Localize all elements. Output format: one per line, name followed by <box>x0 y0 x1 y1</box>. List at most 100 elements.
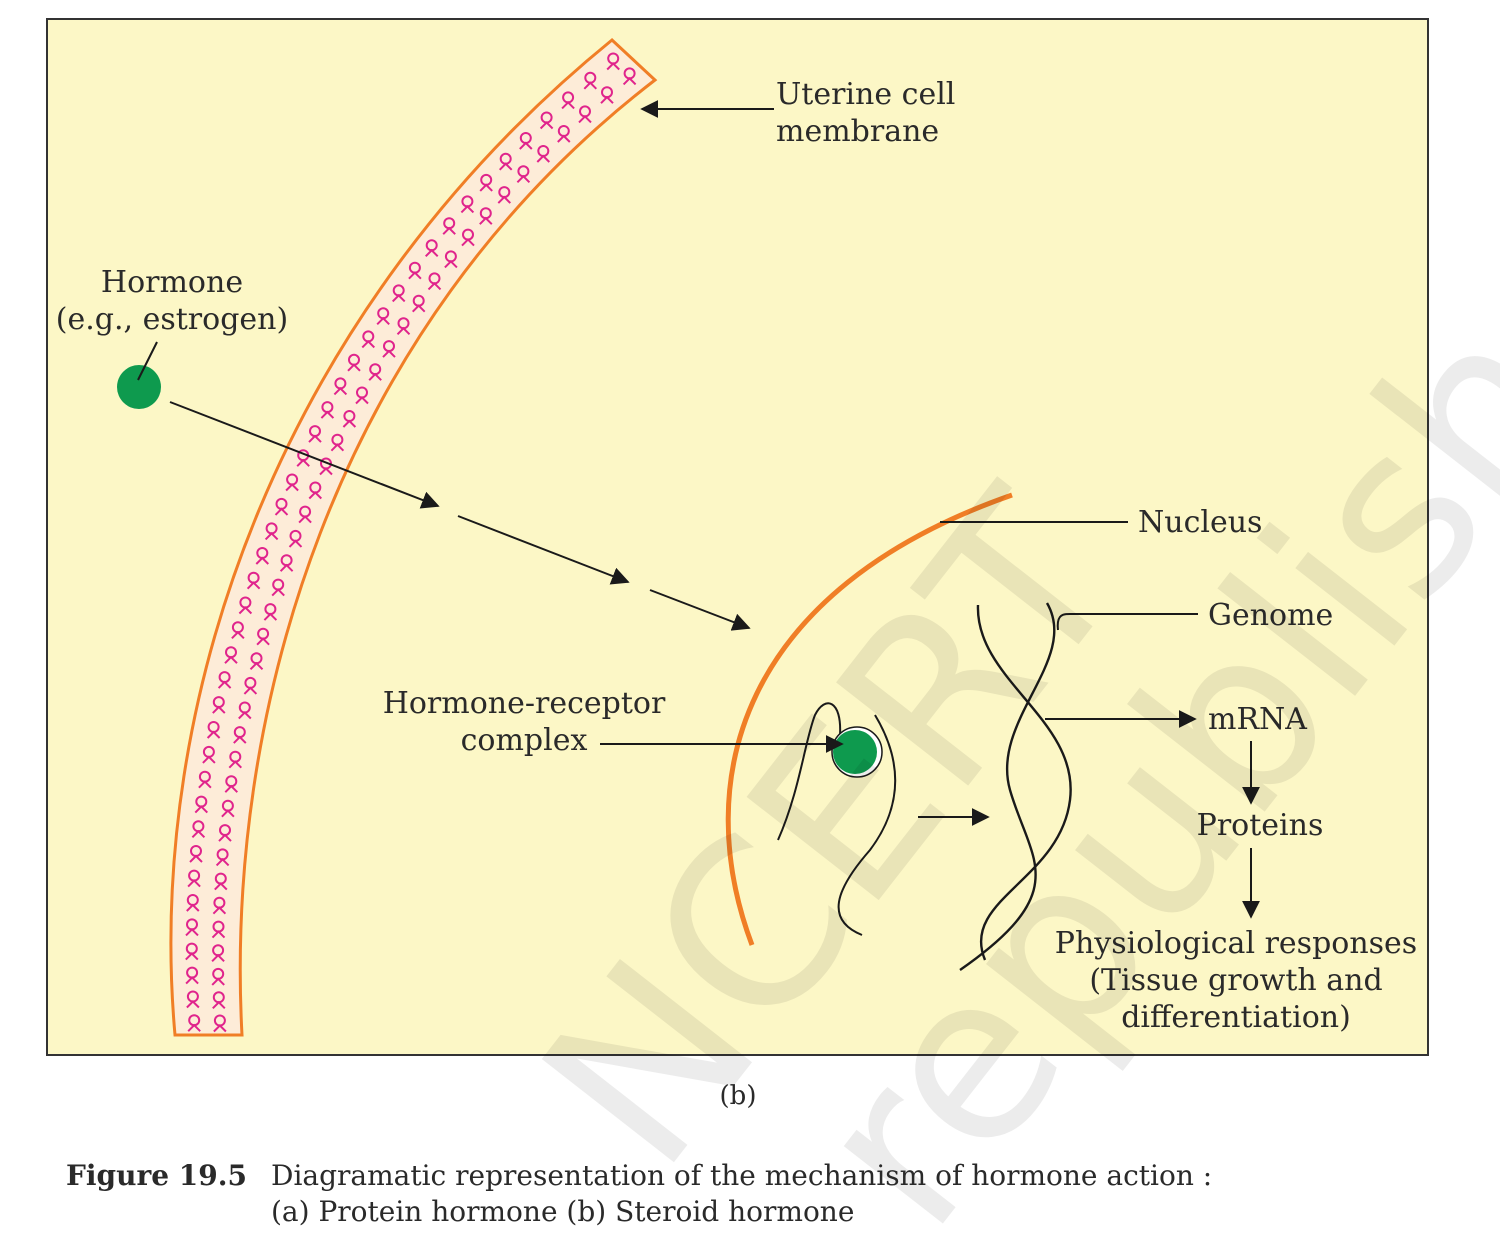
caption-line1: Diagramatic representation of the mechan… <box>271 1159 1213 1192</box>
receptor-stalk <box>382 349 396 358</box>
receptor-stalk <box>561 100 575 110</box>
receptor-stalk <box>355 396 369 405</box>
receptor-stalk <box>215 857 230 867</box>
receptor-stalk <box>255 556 270 565</box>
receptor-stalk <box>320 410 335 419</box>
receptor-stalk <box>368 372 382 381</box>
receptor-stalk <box>213 1024 227 1033</box>
receptor-stalk <box>427 281 442 291</box>
receptor-stalk <box>274 507 289 516</box>
receptor-stalk <box>396 326 411 336</box>
label-physio-line1: Physiological responses <box>1055 926 1417 961</box>
receptor-stalk <box>600 95 614 104</box>
receptor-stalk <box>233 735 247 744</box>
label-physio-line2: (Tissue growth and <box>1089 963 1382 998</box>
receptor-stalk <box>231 630 245 640</box>
receptor-stalk <box>583 81 598 90</box>
receptor-stalk <box>288 539 303 548</box>
receptor-stalk <box>187 1023 201 1032</box>
receptor-stalk <box>238 606 253 615</box>
receptor-stalk <box>497 195 512 204</box>
bound-hormone <box>833 730 877 774</box>
receptor-stalk <box>444 259 458 269</box>
receptor-stalk <box>519 141 533 150</box>
label-mrna: mRNA <box>1208 702 1307 737</box>
receptor-stalk <box>185 927 199 937</box>
label-uterine-line2: membrane <box>776 114 939 149</box>
receptor-stalk <box>342 419 357 428</box>
receptor-stalk <box>319 467 333 476</box>
receptor-stalk <box>191 829 206 839</box>
label-proteins: Proteins <box>1197 808 1324 843</box>
receptor-stalk <box>185 976 199 985</box>
hormone-molecule <box>117 365 161 409</box>
receptor-stalk <box>347 363 361 372</box>
receptor-stalk <box>212 1000 226 1010</box>
receptor-stalk <box>279 563 294 572</box>
receptor-stalk <box>194 805 209 814</box>
receptor-stalk <box>285 483 299 492</box>
receptor-stalk <box>606 62 620 71</box>
receptor-stalk <box>256 637 270 646</box>
receptor-stalk <box>308 434 322 443</box>
receptor-stalk <box>217 680 232 689</box>
label-genome: Genome <box>1208 598 1333 633</box>
label-nucleus: Nucleus <box>1138 505 1262 540</box>
receptor-stalk <box>391 293 406 303</box>
receptor-stalk <box>330 443 345 452</box>
receptor-stalk <box>202 755 216 764</box>
receptor-stalk <box>211 930 226 939</box>
receptor-stalk <box>243 686 258 695</box>
receptor-stalk <box>187 879 201 888</box>
receptor-stalk <box>214 882 228 891</box>
receptor-stalk <box>442 226 456 235</box>
receptor-stalk <box>376 316 390 326</box>
uterine-cell-membrane <box>169 38 658 1037</box>
nucleus-envelope <box>725 492 1013 946</box>
receptor-stalk <box>361 339 376 349</box>
nuclear-receptor <box>777 702 897 936</box>
receptor-stalk <box>185 952 199 961</box>
receptor-stalk <box>228 760 243 769</box>
receptor-stalk <box>212 906 227 915</box>
leader-lines <box>137 100 1198 631</box>
receptor-stalk <box>206 730 221 739</box>
receptor-stalk <box>460 204 475 214</box>
receptor-stalk <box>246 581 261 590</box>
receptor-stalk <box>264 531 279 541</box>
receptor-stalk <box>218 833 232 842</box>
receptor-stalk <box>461 238 475 247</box>
panel-id-label: (b) <box>720 1081 757 1111</box>
receptor-stalk <box>212 705 226 714</box>
receptor-stalk <box>263 612 278 621</box>
receptor-stalk <box>186 1000 200 1009</box>
receptor-stalk <box>408 271 422 280</box>
receptor-stalk <box>308 491 323 500</box>
label-physio-line3: differentiation) <box>1121 1000 1351 1035</box>
receptor-stalk <box>271 588 285 597</box>
receptor-stalk <box>536 154 551 163</box>
receptor-stalk <box>211 977 225 986</box>
receptor-stalk <box>198 780 212 789</box>
label-complex-line1: Hormone-receptor <box>383 686 666 721</box>
nucleus-arrows <box>600 710 1260 919</box>
receptor-stalk <box>516 174 531 184</box>
receptor-stalk <box>557 134 571 143</box>
label-hormone-line1: Hormone <box>101 265 243 300</box>
receptor-stalk <box>224 655 238 664</box>
receptor-stalk <box>498 162 513 171</box>
receptor-stalk <box>578 114 592 124</box>
receptor-stalk <box>298 515 312 524</box>
receptor-stalk <box>296 458 310 467</box>
receptor-stalk <box>211 953 225 963</box>
receptor-stalk <box>221 809 235 818</box>
label-complex-line2: complex <box>461 723 588 758</box>
receptor-stalk <box>224 784 239 793</box>
receptor-stalk <box>238 711 252 720</box>
caption-line2: (a) Protein hormone (b) Steroid hormone <box>271 1195 855 1228</box>
receptor-stalk <box>539 121 554 130</box>
label-hormone-line2: (e.g., estrogen) <box>56 302 288 337</box>
receptor-stalk <box>479 183 493 192</box>
